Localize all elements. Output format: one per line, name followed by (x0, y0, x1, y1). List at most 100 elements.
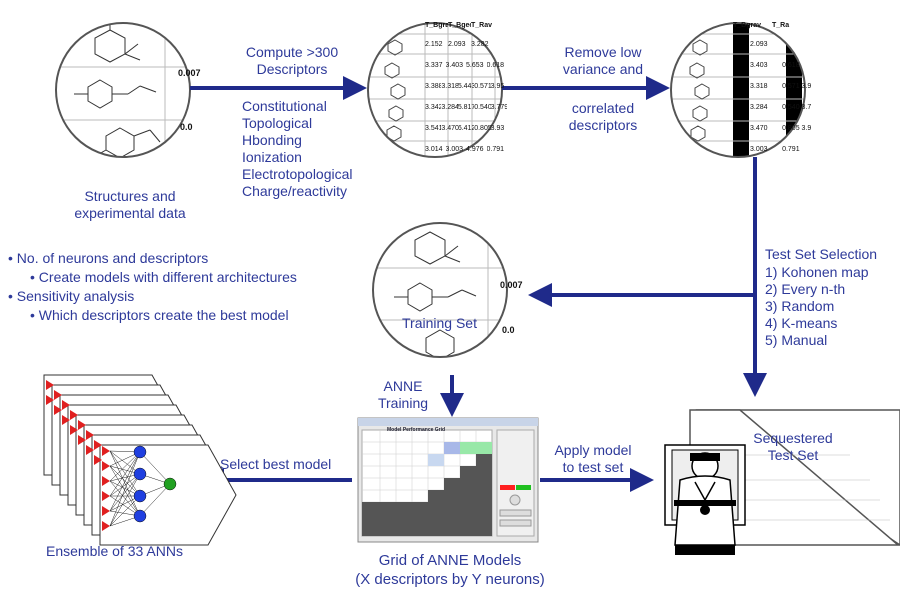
table-header: T_Rav (471, 22, 493, 29)
test-selection-method: 2) Every n-th (765, 281, 846, 297)
table-cell: 2.093 (448, 41, 466, 48)
structure-value-1: 0.007 (178, 68, 201, 78)
table-row: 2.093 (733, 34, 811, 55)
descriptor-type: Hbonding (242, 132, 302, 148)
table-cell: 3.470 (441, 125, 458, 132)
table-cell: 3.003 (750, 146, 768, 153)
table-cell: 3.403 (445, 62, 464, 69)
table-cell: 3.342 (425, 104, 442, 111)
table-cell: 0.571 (474, 83, 491, 90)
bullet-list: • No. of neurons and descriptors • Creat… (8, 249, 297, 325)
test-selection-method: 3) Random (765, 298, 835, 314)
structure-value-2: 0.0 (180, 122, 193, 132)
guard-figure (664, 444, 746, 555)
table-cell: 0.571 3.95 (782, 83, 811, 90)
structures-magnifier (55, 22, 191, 158)
table-cell: 3.337 (425, 62, 443, 69)
table-cell: 2.093 (750, 41, 768, 48)
table-cell: 3.779 (490, 104, 507, 111)
table-header: T_Ra (772, 22, 790, 29)
training-set-label: Training Set (402, 315, 477, 331)
bullet-item: • Sensitivity analysis (8, 288, 135, 304)
test-selection-title: Test Set Selection (765, 246, 878, 262)
table-cell: 4.976 (466, 146, 484, 153)
table-cell: 3.003 (445, 146, 464, 153)
table-header: T_Bgrav (425, 22, 448, 29)
table-cell: 0.791 (782, 146, 800, 153)
select-best-label: Select best model (220, 456, 332, 472)
bullet-item: • No. of neurons and descriptors (8, 250, 209, 266)
descriptor-type: Charge/reactivity (242, 183, 348, 199)
test-selection-method: 4) K-means (765, 315, 838, 331)
table-cell: 3.541 (425, 125, 442, 132)
table-row: 3.284 0.540 3.779 (733, 97, 811, 118)
descriptor-type-list: Constitutional Topological Hbonding Ioni… (242, 98, 353, 200)
table-row: 3.003 0.791 (733, 139, 811, 160)
table-cell: 3.95 (490, 83, 505, 90)
ensemble-caption: Ensemble of 33 ANNs (46, 543, 183, 559)
table-cell: 5.817 (457, 104, 475, 111)
table-cell: 0.805 (474, 125, 491, 132)
table-row: 2.152 2.093 3.282 (425, 34, 507, 55)
table-row: 3.470 0.805 3.93 (733, 118, 811, 139)
test-selection-block: Test Set Selection 1) Kohonen map 2) Eve… (765, 246, 877, 349)
table-cell: 3.014 (425, 146, 443, 153)
table-cell: 6.412 (457, 125, 475, 132)
sequestered-test-set-graphic (664, 409, 900, 555)
table-cell: 3.282 (471, 41, 489, 48)
table-cell: 0.618 (782, 62, 800, 69)
model-grid-screenshot (357, 417, 539, 543)
grid-screen-title: Model Performance Grid (387, 427, 446, 433)
flow-arrows (190, 76, 767, 492)
table-cell: 3.284 (750, 104, 768, 111)
table-cell: 3.93 (490, 125, 505, 132)
bullet-subitem: • Which descriptors create the best mode… (30, 307, 289, 323)
descriptor-table: T_BgravT_BgeomT_Rav2.1522.0933.2823.3373… (425, 22, 507, 160)
table-cell: 3.388 (425, 83, 442, 90)
ensemble-stack (43, 374, 237, 546)
training-value-1: 0.007 (500, 280, 523, 290)
table-cell: 0.540 (474, 104, 491, 111)
grid-caption: Grid of ANNE Models(X descriptors by Y n… (355, 552, 545, 588)
table-cell: 0.805 3.93 (782, 125, 811, 132)
table-cell: 5.653 (466, 62, 484, 69)
table-row: 3.403 0.618 (733, 55, 811, 76)
training-set-magnifier (372, 222, 508, 358)
table-cell: 3.318 (441, 83, 458, 90)
table-header: T_Bgeom (448, 22, 471, 29)
table-header: T_Bgrav (733, 22, 762, 29)
descriptor-type: Constitutional (242, 98, 327, 114)
table-row: 3.318 0.571 3.95 (733, 76, 811, 97)
table-cell: 3.318 (750, 83, 768, 90)
table-cell: 2.152 (425, 41, 443, 48)
table-cell: 3.403 (750, 62, 768, 69)
descriptor-type: Electrotopological (242, 166, 353, 182)
table-cell: 5.443 (457, 83, 475, 90)
table-cell: 3.470 (750, 125, 768, 132)
table-cell: 0.540 3.779 (782, 104, 811, 111)
descriptor-type: Topological (242, 115, 313, 131)
bullet-subitem: • Create models with different architect… (30, 269, 297, 285)
table-cell: 0.791 (486, 146, 505, 153)
table-cell: 3.284 (441, 104, 458, 111)
training-value-2: 0.0 (502, 325, 515, 335)
table-cell: 0.618 (486, 62, 505, 69)
test-selection-method: 5) Manual (765, 332, 828, 348)
test-selection-method: 1) Kohonen map (765, 264, 869, 280)
filtered-descriptor-table: T_Bgrav T_Ra 2.093 3.403 0.618 3.318 0.571 3.9… (733, 22, 811, 160)
descriptor-type: Ionization (242, 149, 302, 165)
